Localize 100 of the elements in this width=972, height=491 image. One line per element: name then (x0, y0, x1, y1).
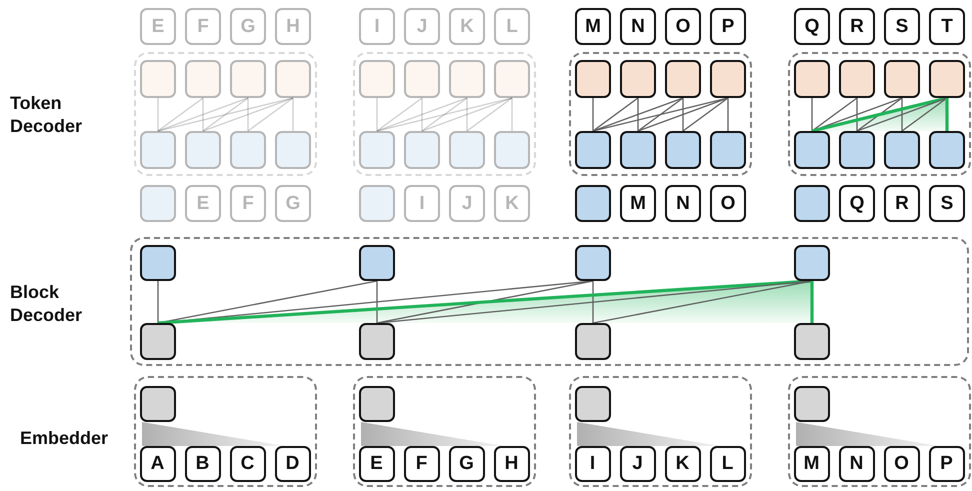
connector-line (421, 98, 423, 131)
letter-box: F (404, 446, 440, 482)
square-node (884, 60, 920, 98)
dashed-group-box (134, 52, 317, 176)
letter-box: F (230, 185, 266, 222)
square-node (140, 322, 176, 360)
connector-line (158, 97, 248, 132)
connector-line (202, 97, 248, 132)
letter-box: E (358, 446, 394, 482)
square-node (620, 60, 656, 98)
connector-line (592, 280, 812, 324)
connector-line (376, 97, 512, 132)
square-node (664, 130, 700, 168)
connector-line (157, 98, 159, 131)
letter-box: S (884, 8, 920, 45)
connector-line (682, 98, 684, 131)
square-node (574, 322, 610, 360)
square-node (620, 130, 656, 168)
letter-box: A (140, 446, 176, 482)
square-node (884, 130, 920, 168)
letter-box: H (494, 446, 530, 482)
letter-box: G (275, 185, 311, 222)
square-node (574, 60, 610, 98)
connector-line (682, 97, 728, 132)
square-node (358, 244, 394, 280)
square-node (274, 130, 310, 168)
square-node (574, 244, 610, 280)
square-node (358, 130, 394, 168)
square-node (928, 60, 964, 98)
square-node (359, 185, 395, 222)
square-node (794, 185, 830, 222)
letter-box: J (404, 8, 440, 45)
letter-box: O (884, 446, 920, 482)
letter-box: E (140, 8, 176, 45)
letter-box: L (494, 8, 530, 45)
square-node (184, 60, 220, 98)
square-node (358, 322, 394, 360)
square-node (574, 386, 610, 422)
letter-box: B (184, 446, 220, 482)
square-node (494, 60, 530, 98)
letter-box: L (710, 446, 746, 482)
letter-box: G (230, 8, 266, 45)
letter-box: R (839, 8, 875, 45)
letter-box: K (449, 8, 485, 45)
letter-box: K (494, 185, 530, 222)
connector-line (422, 97, 512, 132)
dashed-group-box (788, 376, 971, 487)
letter-box: G (448, 446, 484, 482)
square-node (448, 60, 484, 98)
connector-line (638, 97, 728, 132)
letter-box: H (275, 8, 311, 45)
letter-box: R (884, 185, 920, 222)
square-node (140, 130, 176, 168)
letter-box: I (359, 8, 395, 45)
letter-box: P (928, 446, 964, 482)
square-node (230, 60, 266, 98)
square-node (664, 60, 700, 98)
section-label: Embedder (20, 427, 110, 450)
square-node (710, 60, 746, 98)
square-node (794, 386, 830, 422)
connector-line (292, 98, 294, 131)
connector-line (376, 98, 378, 131)
letter-box: M (620, 185, 656, 222)
square-node (140, 60, 176, 98)
connector-line (511, 98, 513, 131)
dashed-group-box (353, 52, 536, 176)
square-node (710, 130, 746, 168)
square-node (404, 130, 440, 168)
connector-line (376, 97, 422, 132)
letter-box: J (449, 185, 485, 222)
letter-box: I (404, 185, 440, 222)
square-node (574, 130, 610, 168)
connector-line (592, 281, 594, 323)
connector-line (856, 97, 948, 132)
letter-box: Q (794, 8, 830, 45)
letter-box: D (274, 446, 310, 482)
square-node (794, 60, 830, 98)
connector-line (810, 281, 814, 323)
square-node (928, 130, 964, 168)
section-label: Token Decoder (10, 92, 84, 137)
square-node (448, 130, 484, 168)
letter-box: N (665, 185, 701, 222)
connector-line (158, 97, 204, 132)
letter-box: Q (839, 185, 875, 222)
letter-box: C (230, 446, 266, 482)
square-node (794, 244, 830, 280)
square-node (140, 185, 176, 222)
connector-line (592, 97, 638, 132)
connector-line (592, 98, 594, 131)
connector-line (202, 98, 204, 131)
connector-line (248, 97, 294, 132)
connector-line (811, 98, 813, 131)
connector-line (637, 98, 639, 131)
square-node (794, 322, 830, 360)
connector-line (902, 97, 948, 132)
letter-box: M (575, 8, 611, 45)
section-label: Block Decoder (10, 281, 84, 326)
dashed-group-box (130, 237, 969, 366)
connector-line (592, 97, 684, 132)
dashed-group-box (569, 52, 752, 176)
